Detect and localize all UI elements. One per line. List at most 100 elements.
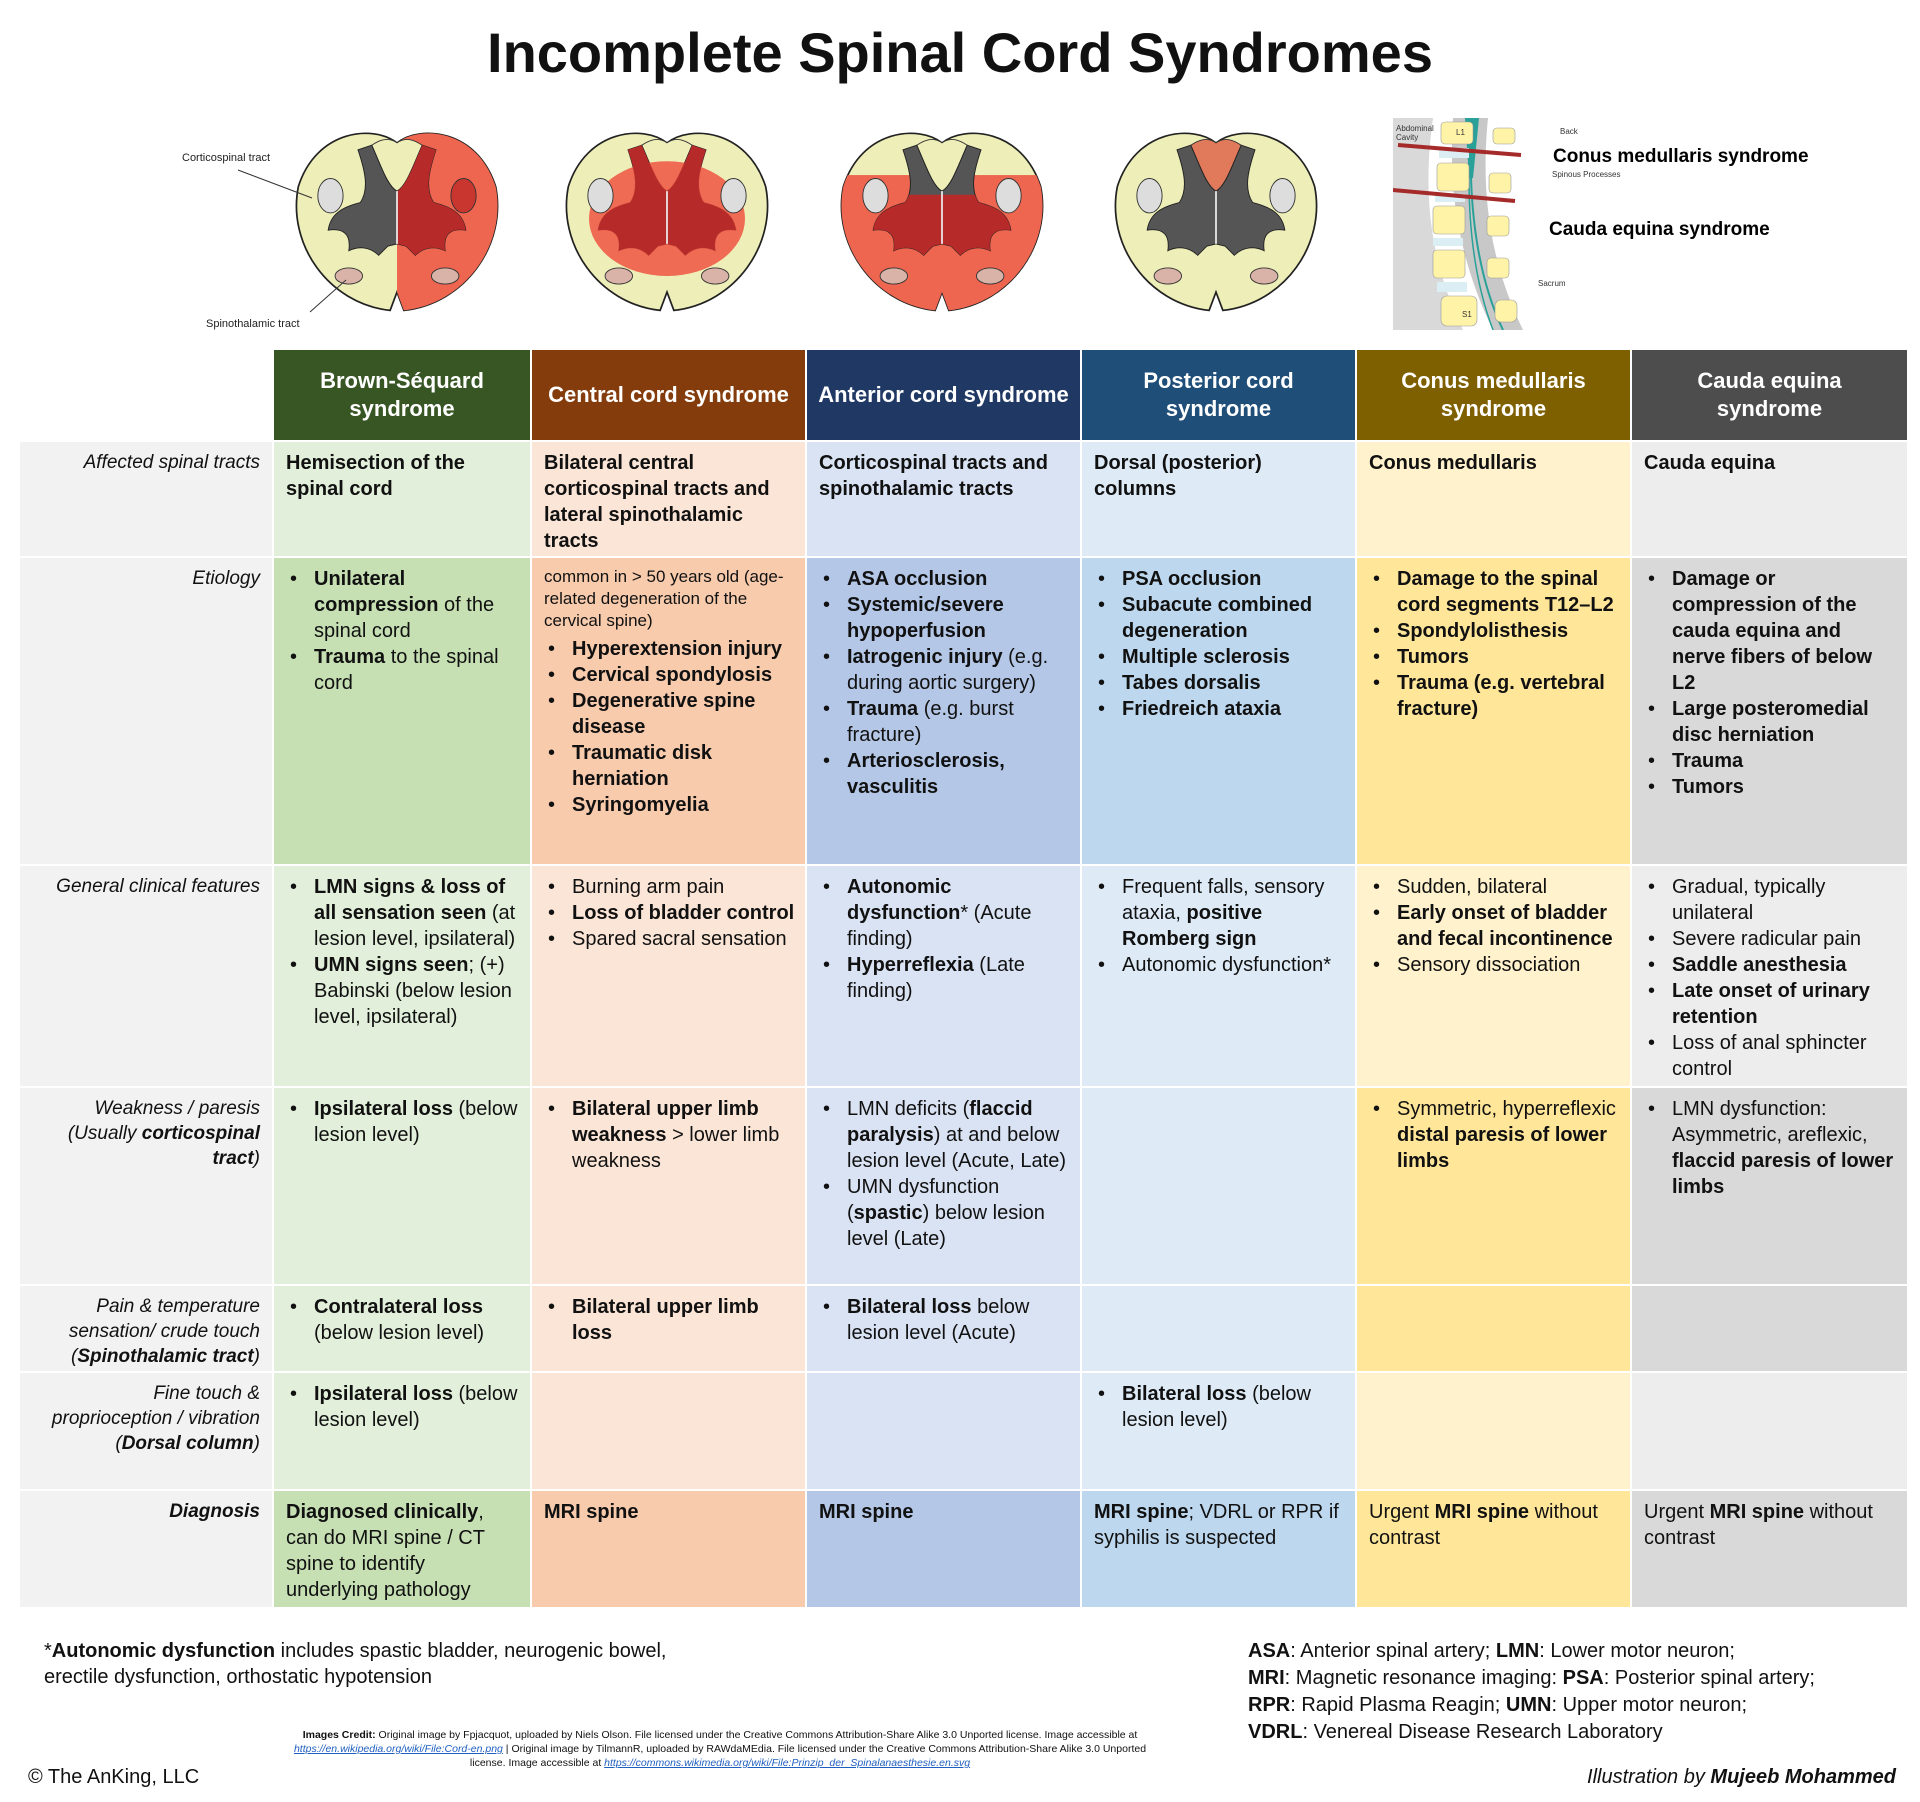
corner-blank xyxy=(20,350,272,440)
text-segment: MRI spine xyxy=(1434,1501,1530,1523)
credits-link-1[interactable]: https://en.wikipedia.org/wiki/File:Cord-… xyxy=(293,1743,503,1755)
text-segment: Bilateral loss xyxy=(1122,1383,1247,1405)
text-segment: Large posteromedial disc herniation xyxy=(1672,698,1869,746)
abdominal-cavity-label: Abdominal Cavity xyxy=(1396,124,1434,142)
text-segment: Sensory dissociation xyxy=(1397,954,1581,976)
bullet-list: Ipsilateral loss (below lesion level) xyxy=(286,1381,520,1433)
text-segment: includes spastic bladder, neurogenic bow… xyxy=(44,1640,667,1688)
list-item: Bilateral upper limb weakness > lower li… xyxy=(544,1096,795,1174)
text-segment: RPR xyxy=(1248,1694,1291,1716)
list-item: Bilateral loss below lesion level (Acute… xyxy=(819,1294,1070,1346)
text-segment: , can do MRI spine / CT spine to identif… xyxy=(286,1501,485,1601)
text-segment: distal paresis of lower limbs xyxy=(1397,1124,1608,1172)
table-cell: Corticospinal tracts and spinothalamic t… xyxy=(807,440,1080,556)
text-segment: (below lesion level) xyxy=(314,1322,485,1344)
text-segment: Diagnosed clinically xyxy=(286,1501,479,1523)
list-item: Hyperextension injury xyxy=(544,636,795,662)
text-segment: Bilateral loss xyxy=(847,1296,972,1318)
table-cell: Damage or compression of the cauda equin… xyxy=(1632,556,1907,864)
text-segment: Affected spinal tracts xyxy=(83,452,260,473)
image-credits: Images Credit: Original image by Fpjacqu… xyxy=(280,1728,1160,1770)
list-item: Systemic/severe hypoperfusion xyxy=(819,592,1070,644)
text-segment: Dorsal column xyxy=(121,1433,254,1454)
text-segment: (Late finding) xyxy=(847,954,1025,1002)
credits-link-2[interactable]: https://commons.wikimedia.org/wiki/File:… xyxy=(604,1757,971,1769)
list-item: Sensory dissociation xyxy=(1369,952,1620,978)
bullet-list: Ipsilateral loss (below lesion level) xyxy=(286,1096,520,1148)
list-item: Spondylolisthesis xyxy=(1369,618,1620,644)
text-segment: Loss of anal sphincter control xyxy=(1672,1032,1867,1080)
text-segment: flaccid paresis of lower limbs xyxy=(1672,1150,1894,1198)
text-segment: PSA occlusion xyxy=(1122,568,1262,590)
table-cell: Burning arm painLoss of bladder controlS… xyxy=(532,864,805,1086)
cell-text: MRI spine xyxy=(544,1499,795,1525)
table-cell: Symmetric, hyperreflexic distal paresis … xyxy=(1357,1086,1630,1284)
list-item: LMN signs & loss of all sensation seen (… xyxy=(286,874,520,952)
table-cell: Sudden, bilateralEarly onset of bladder … xyxy=(1357,864,1630,1086)
list-item: Damage or compression of the cauda equin… xyxy=(1644,566,1897,696)
text-segment: Corticospinal tracts and spinothalamic t… xyxy=(819,452,1048,500)
table-cell: Dorsal (posterior) columns xyxy=(1082,440,1355,556)
bullet-list: ASA occlusionSystemic/severe hypoperfusi… xyxy=(819,566,1070,800)
list-item: Tumors xyxy=(1369,644,1620,670)
row-label: General clinical features xyxy=(20,864,272,1086)
table-cell: MRI spine; VDRL or RPR if syphilis is su… xyxy=(1082,1489,1355,1607)
text-segment: Iatrogenic injury xyxy=(847,646,1003,668)
list-item: Cervical spondylosis xyxy=(544,662,795,688)
table-cell: Bilateral loss below lesion level (Acute… xyxy=(807,1284,1080,1371)
table-cell xyxy=(807,1371,1080,1489)
text-segment: (at lesion level, ipsilateral) xyxy=(314,902,516,950)
list-item: Hyperreflexia (Late finding) xyxy=(819,952,1070,1004)
table-cell: MRI spine xyxy=(532,1489,805,1607)
list-item: PSA occlusion xyxy=(1094,566,1345,592)
table-cell: Autonomic dysfunction* (Acute finding)Hy… xyxy=(807,864,1080,1086)
text-segment: ; VDRL or RPR if syphilis is suspected xyxy=(1094,1501,1339,1549)
text-segment: Autonomic dysfunction xyxy=(847,876,961,924)
list-item: UMN dysfunction (spastic) below lesion l… xyxy=(819,1174,1070,1252)
row-label: Etiology xyxy=(20,556,272,864)
text-segment: ; (+) Babinski (below lesion level, ipsi… xyxy=(314,954,512,1028)
text-segment: : Lower motor neuron; xyxy=(1539,1640,1735,1662)
text-segment: LMN deficits ( xyxy=(847,1098,970,1120)
text-segment: (e.g. burst fracture) xyxy=(847,698,1014,746)
text-segment: Severe radicular pain xyxy=(1672,928,1861,950)
text-segment: Weakness / paresis (Usually xyxy=(67,1098,260,1144)
table-cell: Hemisection of the spinal cord xyxy=(274,440,530,556)
list-item: ASA occlusion xyxy=(819,566,1070,592)
text-segment: Diagnosis xyxy=(169,1501,260,1522)
list-item: Friedreich ataxia xyxy=(1094,696,1345,722)
bullet-list: Damage to the spinal cord segments T12–L… xyxy=(1369,566,1620,722)
text-segment: PSA xyxy=(1562,1667,1604,1689)
list-item: Trauma xyxy=(1644,748,1897,774)
bullet-list: Frequent falls, sensory ataxia, positive… xyxy=(1094,874,1345,978)
table-cell: Unilateral compression of the spinal cor… xyxy=(274,556,530,864)
text-segment: Dorsal (posterior) columns xyxy=(1094,452,1262,500)
text-segment: of the spinal cord xyxy=(314,594,495,642)
text-segment: Spared sacral sensation xyxy=(572,928,787,950)
cauda-equina-line-label: Cauda equina syndrome xyxy=(1549,219,1770,240)
text-segment: ) below lesion level (Late) xyxy=(847,1202,1045,1250)
text-segment: Late onset of urinary retention xyxy=(1672,980,1870,1028)
list-item: Gradual, typically unilateral xyxy=(1644,874,1897,926)
column-header: Posterior cord syndrome xyxy=(1082,350,1355,440)
text-segment: Urgent xyxy=(1369,1501,1435,1523)
table-cell: PSA occlusionSubacute combined degenerat… xyxy=(1082,556,1355,864)
text-segment: MRI spine xyxy=(544,1501,639,1523)
text-segment: Cervical spondylosis xyxy=(572,664,773,686)
list-item: Bilateral upper limb loss xyxy=(544,1294,795,1346)
text-segment: Traumatic disk herniation xyxy=(572,742,713,790)
text-segment: Pain & temperature sensation/ crude touc… xyxy=(68,1296,260,1367)
text-segment: corticospinal tract xyxy=(141,1123,260,1169)
table-cell: Bilateral loss (below lesion level) xyxy=(1082,1371,1355,1489)
credits-text-2: | Original image by TilmannR, uploaded b… xyxy=(469,1743,1147,1769)
text-segment: Tumors xyxy=(1672,776,1744,798)
text-segment: Loss of bladder control xyxy=(572,902,795,924)
cell-text: MRI spine; VDRL or RPR if syphilis is su… xyxy=(1094,1499,1345,1551)
cell-text: Urgent MRI spine without contrast xyxy=(1369,1499,1620,1551)
text-segment: Degenerative spine disease xyxy=(572,690,756,738)
text-segment: Burning arm pain xyxy=(572,876,725,898)
list-item: Early onset of bladder and fecal inconti… xyxy=(1369,900,1620,952)
back-label: Back xyxy=(1560,127,1578,136)
list-item: Trauma to the spinal cord xyxy=(286,644,520,696)
